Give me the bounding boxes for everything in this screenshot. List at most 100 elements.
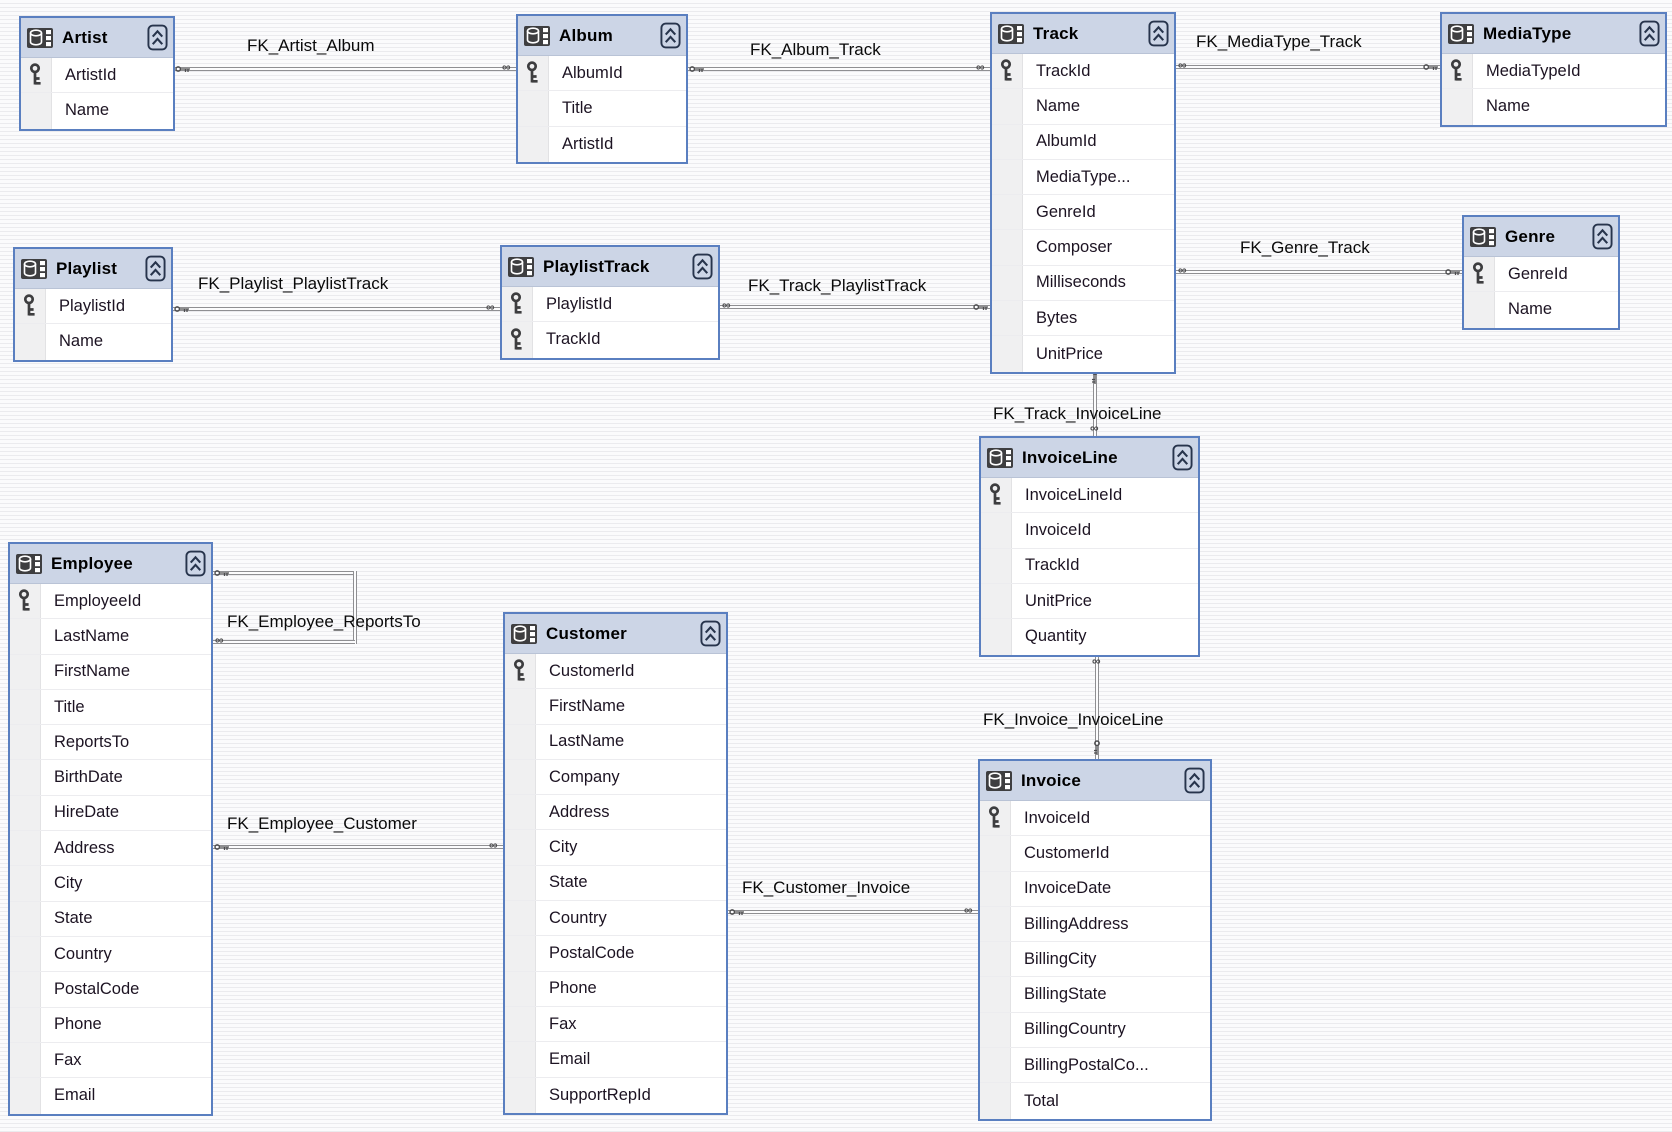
column-row-genreid[interactable]: GenreId: [992, 195, 1174, 231]
column-row-trackid[interactable]: TrackId: [992, 54, 1174, 90]
collapse-button-playlisttrack[interactable]: [692, 253, 713, 280]
collapse-button-invoiceline[interactable]: [1172, 444, 1193, 471]
table-header-employee[interactable]: Employee: [10, 544, 211, 584]
column-row-name[interactable]: Name: [992, 89, 1174, 125]
column-row-country[interactable]: Country: [505, 901, 726, 937]
column-row-city[interactable]: City: [505, 830, 726, 866]
column-row-address[interactable]: Address: [10, 831, 211, 867]
column-row-firstname[interactable]: FirstName: [505, 689, 726, 725]
column-row-composer[interactable]: Composer: [992, 230, 1174, 266]
relationship-fk_track_playlisttrack-line[interactable]: [720, 305, 990, 309]
column-row-mediatype[interactable]: MediaType...: [992, 160, 1174, 196]
collapse-button-customer[interactable]: [700, 620, 721, 647]
column-row-billingstate[interactable]: BillingState: [980, 977, 1210, 1013]
relationship-fk_employee_reportsto-line-right[interactable]: [353, 571, 357, 644]
collapse-button-mediatype[interactable]: [1639, 20, 1660, 47]
column-row-hiredate[interactable]: HireDate: [10, 796, 211, 832]
column-row-invoiceid[interactable]: InvoiceId: [980, 801, 1210, 837]
column-row-billingcity[interactable]: BillingCity: [980, 942, 1210, 978]
table-header-playlisttrack[interactable]: PlaylistTrack: [502, 247, 718, 287]
column-row-albumid[interactable]: AlbumId: [518, 56, 686, 92]
column-row-postalcode[interactable]: PostalCode: [505, 936, 726, 972]
column-row-city[interactable]: City: [10, 866, 211, 902]
column-row-artistid[interactable]: ArtistId: [21, 58, 173, 94]
column-row-milliseconds[interactable]: Milliseconds: [992, 266, 1174, 302]
column-row-customerid[interactable]: CustomerId: [980, 836, 1210, 872]
column-row-fax[interactable]: Fax: [10, 1043, 211, 1079]
column-row-unitprice[interactable]: UnitPrice: [992, 336, 1174, 371]
table-header-artist[interactable]: Artist: [21, 18, 173, 58]
collapse-button-track[interactable]: [1148, 20, 1169, 47]
column-row-billingcountry[interactable]: BillingCountry: [980, 1013, 1210, 1049]
collapse-button-playlist[interactable]: [145, 255, 166, 282]
relationship-fk_invoice_invoiceline-line[interactable]: [1095, 653, 1099, 759]
column-row-phone[interactable]: Phone: [505, 972, 726, 1007]
relationship-fk_mediatype_track-line[interactable]: [1176, 65, 1440, 69]
column-row-playlistid[interactable]: PlaylistId: [502, 287, 718, 323]
column-row-billingpostalco[interactable]: BillingPostalCo...: [980, 1048, 1210, 1084]
column-row-lastname[interactable]: LastName: [505, 725, 726, 760]
column-row-supportrepid[interactable]: SupportRepId: [505, 1078, 726, 1113]
collapse-button-genre[interactable]: [1592, 223, 1613, 250]
column-row-email[interactable]: Email: [10, 1078, 211, 1113]
column-row-state[interactable]: State: [10, 902, 211, 937]
column-row-country[interactable]: Country: [10, 937, 211, 973]
relationship-fk_album_track-line[interactable]: [688, 67, 990, 71]
column-row-customerid[interactable]: CustomerId: [505, 654, 726, 690]
column-row-playlistid[interactable]: PlaylistId: [15, 289, 171, 325]
column-row-fax[interactable]: Fax: [505, 1007, 726, 1043]
relationship-fk_artist_album-line[interactable]: [174, 67, 516, 71]
relationship-fk_customer_invoice-line[interactable]: [728, 910, 978, 914]
column-row-name[interactable]: Name: [21, 93, 173, 128]
column-row-invoiceid[interactable]: InvoiceId: [981, 513, 1198, 549]
column-row-quantity[interactable]: Quantity: [981, 619, 1198, 654]
column-row-company[interactable]: Company: [505, 760, 726, 796]
column-row-bytes[interactable]: Bytes: [992, 301, 1174, 337]
column-row-firstname[interactable]: FirstName: [10, 655, 211, 690]
relationship-fk_employee_reportsto-line-top[interactable]: [213, 571, 355, 575]
column-row-artistid[interactable]: ArtistId: [518, 127, 686, 162]
table-header-playlist[interactable]: Playlist: [15, 249, 171, 289]
collapse-button-employee[interactable]: [185, 550, 206, 577]
column-row-invoicelineid[interactable]: InvoiceLineId: [981, 478, 1198, 514]
column-row-name[interactable]: Name: [1464, 292, 1618, 327]
column-row-name[interactable]: Name: [1442, 89, 1665, 124]
column-row-state[interactable]: State: [505, 866, 726, 902]
column-row-albumid[interactable]: AlbumId: [992, 125, 1174, 160]
column-row-trackid[interactable]: TrackId: [502, 322, 718, 357]
column-row-total[interactable]: Total: [980, 1083, 1210, 1118]
column-row-reportsto[interactable]: ReportsTo: [10, 725, 211, 761]
relationship-fk_employee_reportsto-line-bottom[interactable]: [213, 640, 355, 644]
relationship-fk_genre_track-line[interactable]: [1176, 270, 1462, 274]
column-row-phone[interactable]: Phone: [10, 1008, 211, 1043]
table-header-invoice[interactable]: Invoice: [980, 761, 1210, 801]
column-row-title[interactable]: Title: [10, 690, 211, 726]
table-header-customer[interactable]: Customer: [505, 614, 726, 654]
column-row-mediatypeid[interactable]: MediaTypeId: [1442, 54, 1665, 90]
column-row-postalcode[interactable]: PostalCode: [10, 972, 211, 1008]
column-row-lastname[interactable]: LastName: [10, 619, 211, 655]
relationship-fk_playlist_playlisttrack-line[interactable]: [173, 307, 500, 311]
relationship-fk_employee_customer-line[interactable]: [213, 845, 503, 849]
column-row-genreid[interactable]: GenreId: [1464, 257, 1618, 293]
column-row-unitprice[interactable]: UnitPrice: [981, 584, 1198, 620]
table-header-genre[interactable]: Genre: [1464, 217, 1618, 257]
column-row-name[interactable]: Name: [15, 324, 171, 359]
collapse-button-artist[interactable]: [147, 24, 168, 51]
collapse-button-album[interactable]: [660, 22, 681, 49]
column-row-birthdate[interactable]: BirthDate: [10, 760, 211, 796]
column-row-employeeid[interactable]: EmployeeId: [10, 584, 211, 620]
column-row-email[interactable]: Email: [505, 1042, 726, 1078]
column-row-title[interactable]: Title: [518, 91, 686, 127]
